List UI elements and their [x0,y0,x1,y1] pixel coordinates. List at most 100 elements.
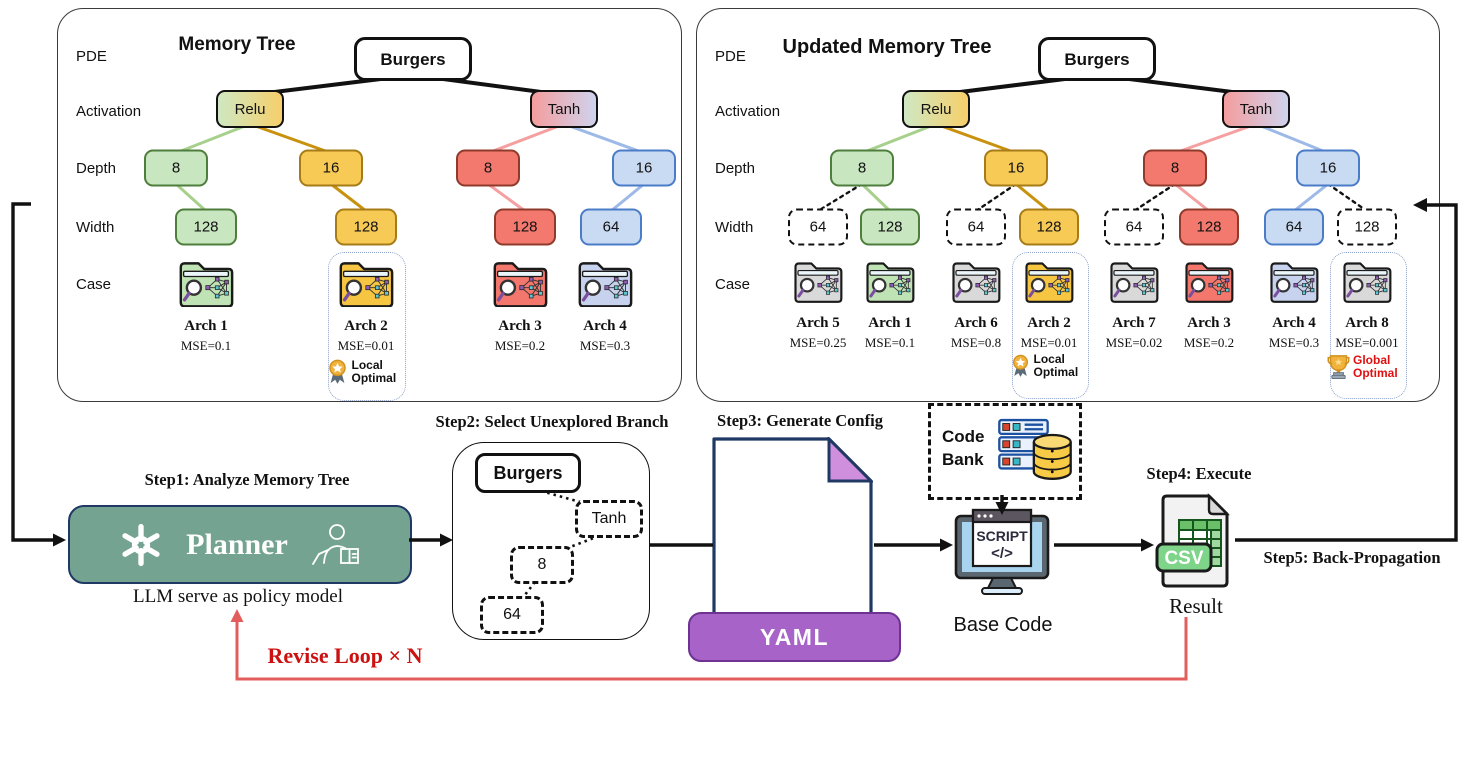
node-activation-tanh: Tanh [530,90,598,128]
local-optimal-text: Local Optimal [351,358,397,385]
revise-loop-label: Revise Loop × N [267,643,423,668]
case-folder-icon [1342,259,1392,303]
updated-memory-tree-title: Updated Memory Tree [782,36,992,58]
planner-title: Planner [186,527,288,561]
node-width-128: 128 [494,208,556,246]
arch-label: Arch 4 [583,318,627,334]
mse-value: MSE=0.1 [864,335,916,350]
mse-value: MSE=0.8 [950,335,1002,350]
arch-label: Arch 3 [498,318,542,334]
medal-icon [1011,353,1031,379]
node-depth-16: 16 [299,149,363,187]
node-depth-16: 16 [1296,149,1360,187]
case-folder-icon [1184,259,1234,303]
updated-memory-tree-panel: Updated Memory Tree PDE Activation Depth… [696,8,1440,402]
trophy-icon [1327,353,1350,380]
mse-value: MSE=0.2 [494,338,546,353]
arch-label: Arch 3 [1187,315,1231,331]
row-label-case: Case [76,276,112,293]
mse-value: MSE=0.001 [1335,335,1399,350]
case-folder-icon [492,259,548,307]
document-shape [712,435,875,620]
row-label-width: Width [76,219,115,236]
case-folder-icon [1024,259,1074,303]
row-label-activation: Activation [715,103,781,120]
node-activation-relu: Relu [902,90,970,128]
node-width-64: 64 [580,208,642,246]
result-label: Result [1169,594,1223,618]
mse-value: MSE=0.1 [180,338,232,353]
memory-tree-title: Memory Tree [178,34,296,55]
node-pde-burgers: Burgers [354,37,472,81]
mse-value: MSE=0.01 [1020,335,1078,350]
mse-value: MSE=0.3 [579,338,631,353]
node-width-128-unexplored: 128 [1337,208,1397,246]
case-folder-icon [338,259,394,307]
local-optimal-badge: Local Optimal [327,358,406,386]
global-optimal-text: Global Optimal [1353,352,1398,380]
selected-branch-box: Burgers Tanh 8 64 [452,442,650,640]
medal-icon [327,358,349,386]
mse-value: MSE=0.01 [337,338,395,353]
csv-result-icon [1155,492,1237,590]
local-optimal-badge: Local Optimal [1011,353,1088,379]
base-code-label: Base Code [953,614,1053,636]
row-label-depth: Depth [76,160,117,177]
local-optimal-text: Local Optimal [1033,352,1079,379]
node-width-64-unexplored: 64 [946,208,1006,246]
analyst-person-icon [310,523,362,567]
arch-label: Arch 6 [954,315,998,331]
step5-label: Step5: Back-Propagation [1263,548,1441,567]
step3-label: Step3: Generate Config [717,411,883,430]
arch-label: Arch 1 [184,318,228,334]
yaml-badge: YAML [688,612,901,662]
step1-label: Step1: Analyze Memory Tree [144,470,350,489]
case-folder-icon [865,259,915,303]
row-label-case: Case [715,276,751,293]
node-width-128: 128 [175,208,237,246]
branch-node-64: 64 [480,596,544,634]
yaml-config-document: Optimizer: LR: 1e-3 Optim: Adam Model: D… [712,435,875,620]
row-label-pde: PDE [715,48,746,65]
case-folder-icon [793,259,843,303]
mse-value: MSE=0.3 [1268,335,1320,350]
node-depth-8: 8 [456,149,520,187]
row-label-depth: Depth [715,160,756,177]
node-activation-relu: Relu [216,90,284,128]
mse-value: MSE=0.25 [789,335,847,350]
planner-caption: LLM serve as policy model [132,586,344,607]
node-depth-8: 8 [144,149,208,187]
arch-label: Arch 4 [1272,315,1316,331]
row-label-activation: Activation [76,103,142,120]
branch-node-8: 8 [510,546,574,584]
row-label-width: Width [715,219,754,236]
node-width-64-unexplored: 64 [788,208,848,246]
local-optimal-outline [328,252,406,401]
case-folder-icon [577,259,633,307]
case-folder-icon [951,259,1001,303]
node-depth-16: 16 [612,149,676,187]
global-optimal-badge: Global Optimal [1327,353,1407,380]
mse-value: MSE=0.02 [1105,335,1163,350]
node-width-64: 64 [1264,208,1324,246]
node-width-128: 128 [335,208,397,246]
local-optimal-outline [1012,252,1089,399]
node-width-128: 128 [1019,208,1079,246]
node-width-128: 128 [860,208,920,246]
node-depth-8: 8 [1143,149,1207,187]
node-width-128: 128 [1179,208,1239,246]
arch-label: Arch 7 [1112,315,1156,331]
step2-label: Step2: Select Unexplored Branch [435,412,669,431]
arch-label: Arch 5 [796,315,840,331]
arch-label: Arch 8 [1345,315,1389,331]
memory-tree-panel: Memory Tree PDE Activation Depth Width C… [57,8,682,402]
row-label-pde: PDE [76,48,107,65]
case-folder-icon [1269,259,1319,303]
node-depth-8: 8 [830,149,894,187]
planner-box: Planner [68,505,412,584]
branch-node-burgers: Burgers [475,453,581,493]
case-folder-icon [1109,259,1159,303]
mse-value: MSE=0.2 [1183,335,1235,350]
node-activation-tanh: Tanh [1222,90,1290,128]
